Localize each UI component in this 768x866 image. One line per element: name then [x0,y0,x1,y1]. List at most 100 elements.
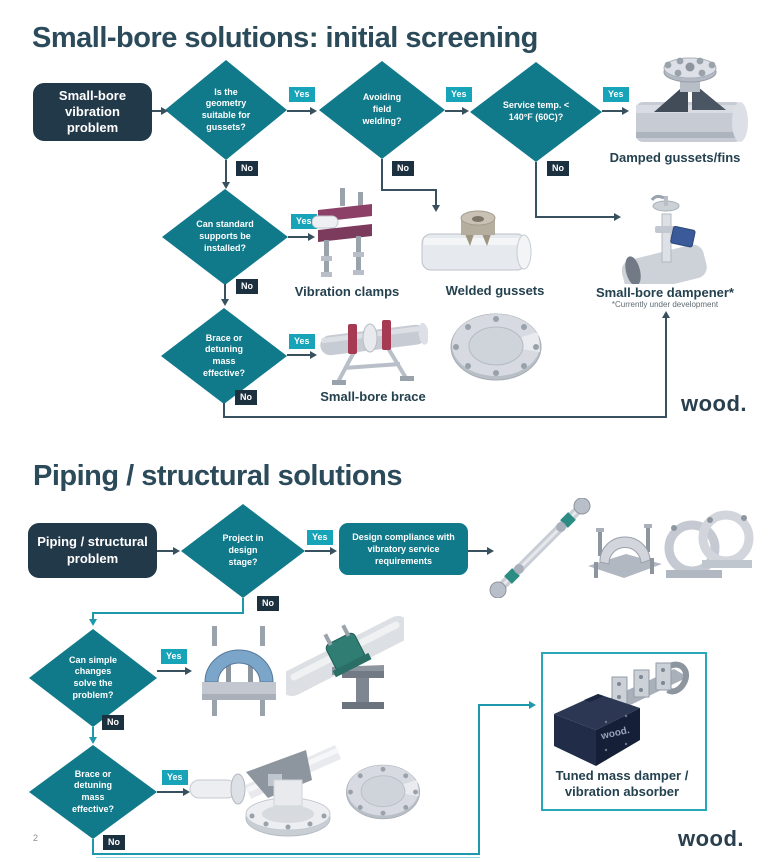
tmd-clamp-image [608,661,689,709]
connector [157,791,188,793]
tmd-navy-box-image: wood. [554,694,640,766]
yes-tag: Yes [446,87,472,102]
arrowhead [432,205,440,212]
arrowhead [462,107,469,115]
small-bore-brace-image [320,320,428,385]
sway-strut-image [489,498,591,598]
connector [223,403,225,418]
clamp-halves-image [664,510,754,578]
dampener-note: *Currently under development [611,300,719,309]
connector [157,670,190,672]
no-tag: No [103,835,125,850]
chart1-title: Small-bore solutions: initial screening [32,22,538,54]
welded-gussets-image [421,210,532,271]
yes-tag: Yes [307,530,333,545]
chart2-start-label: Piping / structural problem [37,534,148,566]
decision-standard-supports-label: Can standard supports be installed? [196,219,254,253]
page-number: 2 [33,833,39,843]
decision-geometry: Is the geometry suitable for gussets? [165,60,287,160]
connector [305,550,335,552]
decision-field-welding: Avoiding field welding? [319,61,445,159]
connector [665,318,667,418]
arrowhead [89,619,97,626]
damped-gussets-image [636,57,748,142]
connector [92,612,94,622]
connector [478,705,480,855]
arrowhead [222,182,230,189]
connector [92,612,244,614]
chart2-start-box: Piping / structural problem [28,523,157,578]
connector [468,550,492,552]
arrowhead [185,667,192,675]
arrowhead [310,351,317,359]
connector [225,160,227,187]
no-tag: No [547,161,569,176]
connector [157,550,178,552]
connector [152,110,166,112]
yes-tag: Yes [291,214,317,229]
connector [535,162,537,218]
wood-logo: wood. [678,826,745,851]
yes-tag: Yes [162,770,188,785]
decision-simple-changes: Can simple changes solve the problem? [29,629,157,727]
caption-small-bore-dampener: Small-bore dampener* [596,285,734,300]
decision-service-temp: Service temp. < 140°F (60C)? [470,62,602,162]
arrowhead [529,701,536,709]
arrowhead [310,107,317,115]
no-tag: No [236,161,258,176]
connector [445,110,467,112]
yes-tag: Yes [289,87,315,102]
no-tag: No [236,279,258,294]
caption-damped-gussets: Damped gussets/fins [609,150,741,165]
connector [224,284,226,304]
connector [92,727,94,739]
decision-service-temp-label: Service temp. < 140°F (60C)? [502,100,570,122]
yes-tag: Yes [289,334,315,349]
connector [535,216,619,218]
blind-flange-image-2 [346,764,420,820]
decision-design-stage: Project in design stage? [181,504,305,598]
process-design-compliance: Design compliance with vibratory service… [339,523,468,575]
connector [381,159,383,190]
arrowhead [161,107,168,115]
caption-vibration-clamps: Vibration clamps [294,284,400,299]
connector [242,598,244,614]
connector [435,189,437,208]
arrowhead [183,788,190,796]
chart1-start-label: Small-bore vibration problem [58,87,127,136]
caption-small-bore-brace: Small-bore brace [320,389,426,404]
small-bore-dampener-image [622,194,707,284]
arrowhead [89,737,97,744]
decision-standard-supports: Can standard supports be installed? [162,189,288,285]
wood-logo: wood. [681,391,748,416]
connector [92,839,94,855]
arrowhead [662,311,670,318]
connector [288,236,313,238]
no-tag: No [257,596,279,611]
yes-tag: Yes [161,649,187,664]
chart2-title: Piping / structural solutions [33,460,402,492]
decision-geometry-label: Is the geometry suitable for gussets? [201,86,251,132]
connector [381,189,437,191]
arrowhead [330,547,337,555]
arrowhead [614,213,621,221]
arrowhead [173,547,180,555]
decision-brace-2-label: Brace or detuning mass effective? [71,768,115,814]
process-design-compliance-label: Design compliance with vibratory service… [352,531,455,567]
decision-field-welding-label: Avoiding field welding? [362,92,402,126]
connector [223,416,667,418]
caption-tuned-mass-damper: Tuned mass damper / vibration absorber [555,768,689,799]
vibration-clamps-image [312,188,372,277]
yes-tag: Yes [603,87,629,102]
arrowhead [221,299,229,306]
arrowhead [622,107,629,115]
connector [287,110,314,112]
green-clamp-beam-image [286,616,404,709]
arrowhead [487,547,494,555]
no-tag: No [392,161,414,176]
blind-flange-image [450,313,542,381]
decision-brace-1: Brace or detuning mass effective? [161,308,287,404]
decision-brace-1-label: Brace or detuning mass effective? [202,332,246,378]
connector [478,704,532,706]
